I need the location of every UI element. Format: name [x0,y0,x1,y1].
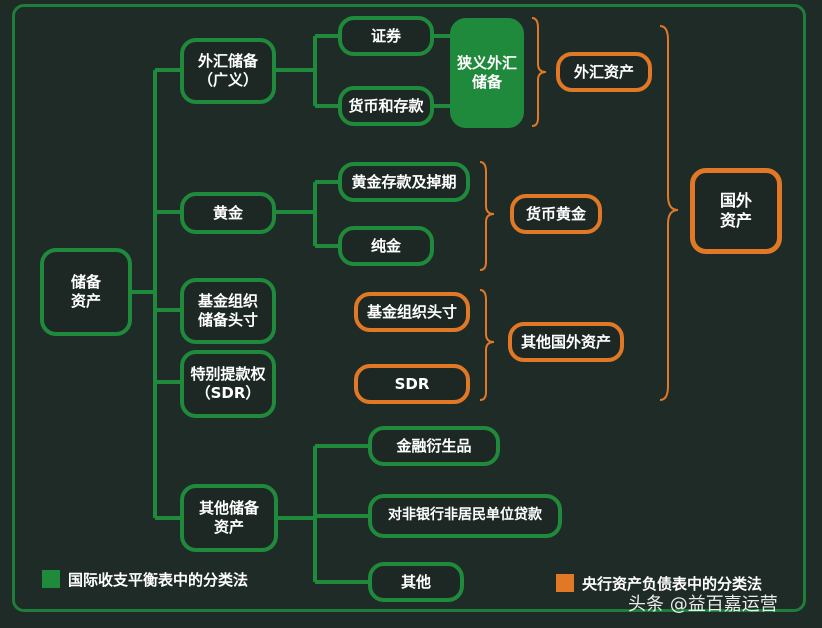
legend-swatch-orange [556,574,574,592]
node-gold-deposits-swaps: 黄金存款及掉期 [338,162,470,202]
node-other: 其他 [368,562,464,602]
node-sdr-orange: SDR [354,364,470,404]
node-monetary-gold: 货币黄金 [510,194,602,234]
node-other-foreign-assets: 其他国外资产 [508,322,624,362]
brace-fx-assets [531,17,547,127]
node-imf-position-orange: 基金组织头寸 [354,292,470,332]
node-gold: 黄金 [180,192,276,234]
node-currency-deposits: 货币和存款 [338,86,434,126]
node-pure-gold: 纯金 [338,226,434,266]
legend-label-green: 国际收支平衡表中的分类法 [68,571,249,589]
node-loans-non-bank: 对非银行非居民单位贷款 [368,494,562,538]
node-sdr: 特别提款权 （SDR） [180,350,276,418]
node-fx-reserve-narrow: 狭义外汇 储备 [450,18,524,128]
node-foreign-assets: 国外 资产 [690,168,782,254]
node-securities: 证券 [338,16,434,56]
node-fx-assets: 外汇资产 [556,52,652,92]
node-reserve-assets: 储备 资产 [40,248,132,336]
brace-foreign-assets [659,25,679,401]
legend-swatch-green [42,570,60,588]
brace-monetary-gold [479,161,495,271]
node-other-reserve: 其他储备 资产 [180,484,278,552]
node-imf-position: 基金组织 储备头寸 [180,278,276,344]
node-fx-reserve-broad: 外汇储备 （广义） [180,38,276,104]
node-financial-derivatives: 金融衍生品 [368,426,500,466]
diagram-frame [12,4,806,612]
brace-other-foreign [479,289,495,401]
watermark: 头条 @益百嘉运营 [628,594,778,615]
legend-label-orange: 央行资产负债表中的分类法 [582,575,763,593]
